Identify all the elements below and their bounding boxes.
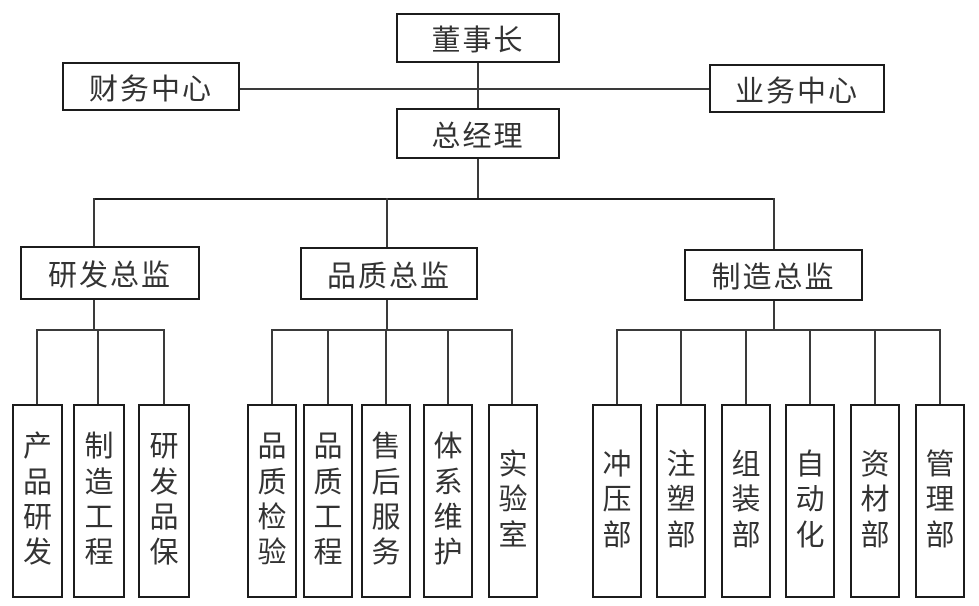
- connector-line: [745, 329, 747, 404]
- dept-product-rd-box: 产品研发: [12, 404, 63, 598]
- dept-label: 制造工程: [84, 431, 114, 570]
- connector-line: [93, 198, 95, 246]
- chairman-label: 董事长: [431, 25, 525, 57]
- finance-center-box: 财务中心: [62, 62, 240, 111]
- dept-label: 售后服务: [371, 431, 401, 570]
- connector-line: [477, 159, 479, 200]
- dept-automation-box: 自动化: [785, 404, 835, 598]
- director-rd-box: 研发总监: [20, 246, 200, 300]
- dept-stamping-box: 冲压部: [592, 404, 642, 598]
- dept-injection-molding-box: 注塑部: [656, 404, 706, 598]
- director-quality-label: 品质总监: [326, 260, 451, 293]
- connector-line: [386, 198, 388, 247]
- dept-assembly-box: 组装部: [721, 404, 771, 598]
- dept-label: 组装部: [731, 448, 761, 552]
- dept-rd-qa-box: 研发品保: [138, 404, 190, 598]
- dept-quality-inspection-box: 品质检验: [247, 404, 297, 598]
- connector-line: [447, 329, 449, 404]
- dept-laboratory-box: 实验室: [488, 404, 538, 598]
- director-quality-box: 品质总监: [300, 247, 478, 300]
- dept-label: 研发品保: [149, 431, 179, 570]
- dept-label: 品质检验: [257, 431, 287, 570]
- dept-label: 产品研发: [22, 431, 52, 570]
- business-center-label: 业务中心: [734, 75, 859, 108]
- connector-line: [773, 301, 775, 330]
- connector-line: [616, 329, 618, 404]
- director-rd-label: 研发总监: [47, 260, 172, 292]
- chairman-box: 董事长: [396, 13, 560, 63]
- dept-label: 自动化: [795, 448, 825, 552]
- connector-line: [773, 198, 775, 249]
- connector-line: [680, 329, 682, 404]
- connector-line: [271, 329, 273, 404]
- dept-label: 冲压部: [602, 448, 632, 552]
- connector-line: [874, 329, 876, 404]
- connector-line: [163, 329, 165, 404]
- dept-management-box: 管理部: [915, 404, 965, 598]
- dept-label: 管理部: [925, 448, 955, 552]
- connector-line: [93, 198, 775, 200]
- dept-manufacturing-engineering-box: 制造工程: [73, 404, 125, 598]
- director-manufacturing-box: 制造总监: [684, 249, 863, 301]
- connector-line: [809, 329, 811, 404]
- dept-label: 品质工程: [313, 431, 343, 570]
- dept-quality-engineering-box: 品质工程: [303, 404, 353, 598]
- dept-system-maintenance-box: 体系维护: [423, 404, 473, 598]
- connector-line: [240, 88, 709, 90]
- dept-label: 资材部: [860, 448, 890, 552]
- dept-label: 注塑部: [666, 448, 696, 552]
- dept-label: 体系维护: [433, 431, 463, 570]
- general-manager-box: 总经理: [396, 108, 560, 159]
- connector-line: [93, 300, 95, 330]
- dept-materials-box: 资材部: [850, 404, 900, 598]
- connector-line: [97, 329, 99, 404]
- finance-center-label: 财务中心: [88, 73, 213, 106]
- dept-label: 实验室: [498, 448, 528, 552]
- connector-line: [939, 329, 941, 404]
- connector-line: [36, 329, 38, 404]
- connector-line: [477, 63, 479, 108]
- business-center-box: 业务中心: [709, 64, 885, 113]
- connector-line: [511, 329, 513, 404]
- connector-line: [271, 329, 513, 331]
- dept-after-sales-box: 售后服务: [361, 404, 411, 598]
- director-manufacturing-label: 制造总监: [711, 262, 836, 294]
- connector-line: [385, 329, 387, 404]
- connector-line: [386, 300, 388, 330]
- connector-line: [616, 329, 941, 331]
- connector-line: [36, 329, 165, 331]
- connector-line: [327, 329, 329, 404]
- general-manager-label: 总经理: [431, 120, 525, 153]
